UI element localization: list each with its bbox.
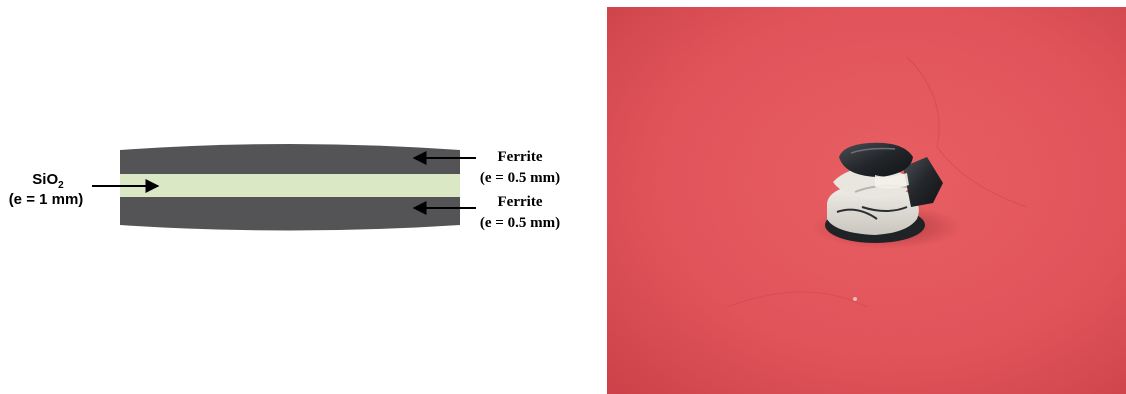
sample-photo xyxy=(607,7,1126,394)
ferrite-top-layer xyxy=(120,144,460,174)
sio2-thickness-label: (e = 1 mm) xyxy=(9,191,84,208)
bottom-ferrite-label: Ferrite xyxy=(498,194,543,210)
sio2-layer xyxy=(120,174,460,197)
bottom-ferrite-thickness-label: (e = 0.5 mm) xyxy=(480,215,560,231)
layer-stack-diagram: SiO2 (e = 1 mm) Ferrite (e = 0.5 mm) Fer… xyxy=(0,0,600,394)
sio2-label: SiO2 xyxy=(32,171,64,191)
top-ferrite-thickness-label: (e = 0.5 mm) xyxy=(480,170,560,186)
ferrite-bottom-layer xyxy=(120,197,460,231)
top-ferrite-label: Ferrite xyxy=(498,149,543,165)
